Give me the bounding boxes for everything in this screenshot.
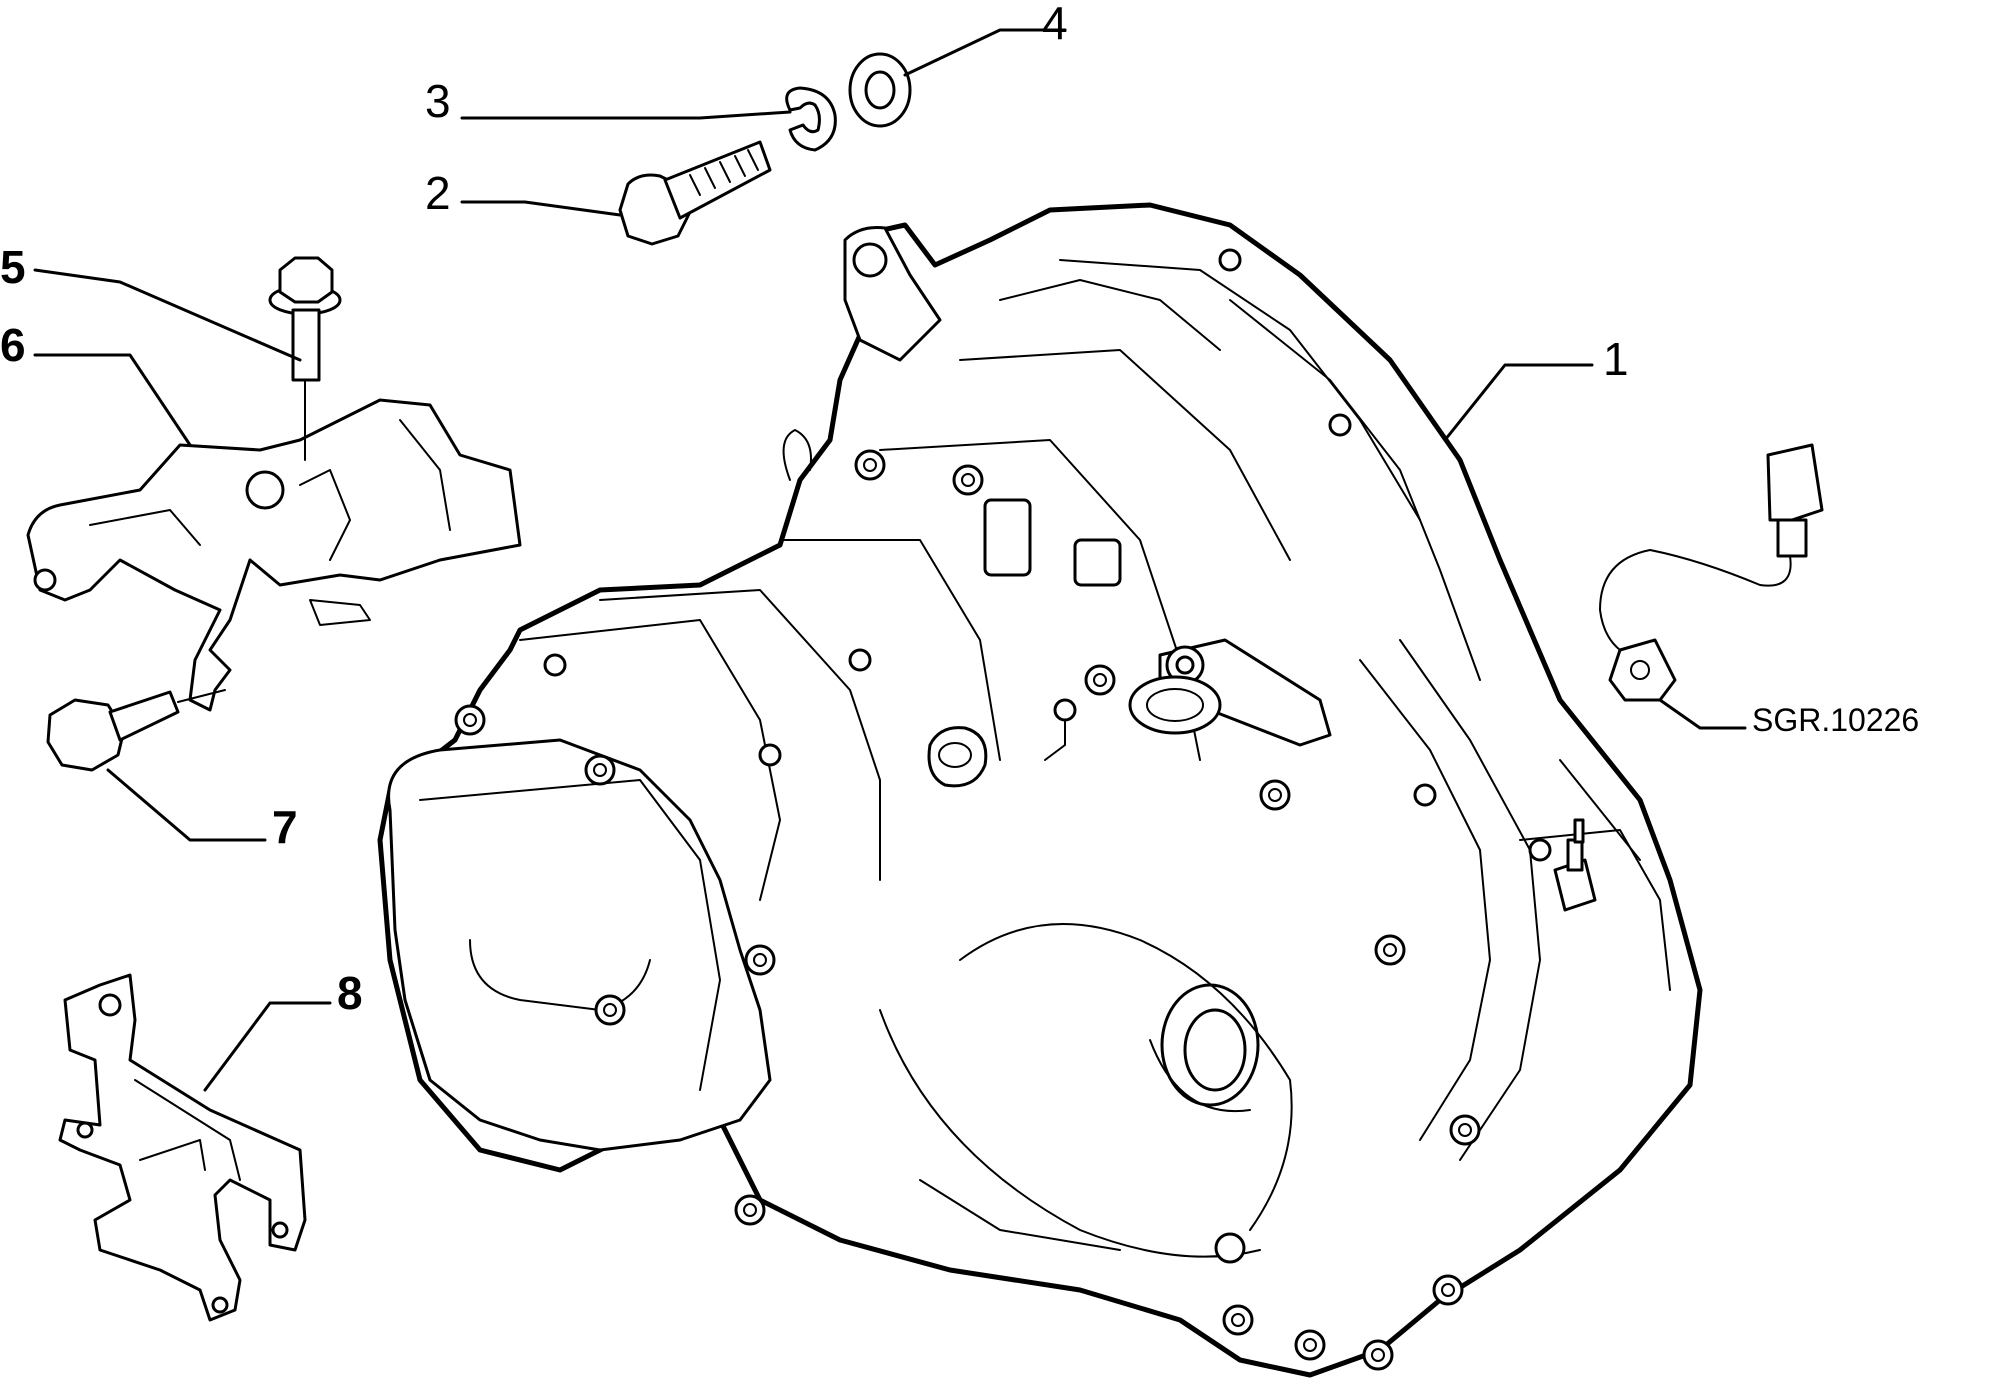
callout-1: 1 (1603, 333, 1629, 385)
bracket-part-8 (58, 973, 307, 1322)
leader-3 (460, 110, 792, 120)
callout-8: 8 (337, 967, 363, 1019)
gearbox-housing (377, 202, 1703, 1378)
leader-8 (203, 1001, 332, 1092)
callout-3: 3 (425, 75, 451, 127)
leader-2 (460, 200, 622, 217)
bolt-part-7 (46, 690, 180, 772)
leader-ref (1658, 698, 1747, 730)
bolt-part-2 (618, 140, 772, 246)
axis-bolt-7 (177, 689, 226, 703)
leader-1 (1443, 363, 1594, 442)
leader-4 (903, 28, 1067, 77)
callout-2: 2 (425, 167, 451, 219)
leader-5 (33, 268, 302, 362)
callout-5: 5 (0, 241, 26, 293)
callout-7: 7 (272, 801, 298, 853)
leader-lines (33, 28, 1747, 1092)
leader-7 (106, 768, 267, 842)
callout-6: 6 (0, 319, 26, 371)
leader-6 (33, 353, 192, 447)
spring-washer-part-3 (785, 86, 837, 152)
flat-washer-part-4 (848, 52, 912, 128)
bracket-part-6 (26, 398, 522, 712)
drawing-reference: SGR.10226 (1752, 702, 1920, 738)
callout-4: 4 (1042, 0, 1068, 49)
flange-bolt-part-5 (268, 256, 342, 382)
speed-sensor-with-cable (1599, 443, 1824, 702)
